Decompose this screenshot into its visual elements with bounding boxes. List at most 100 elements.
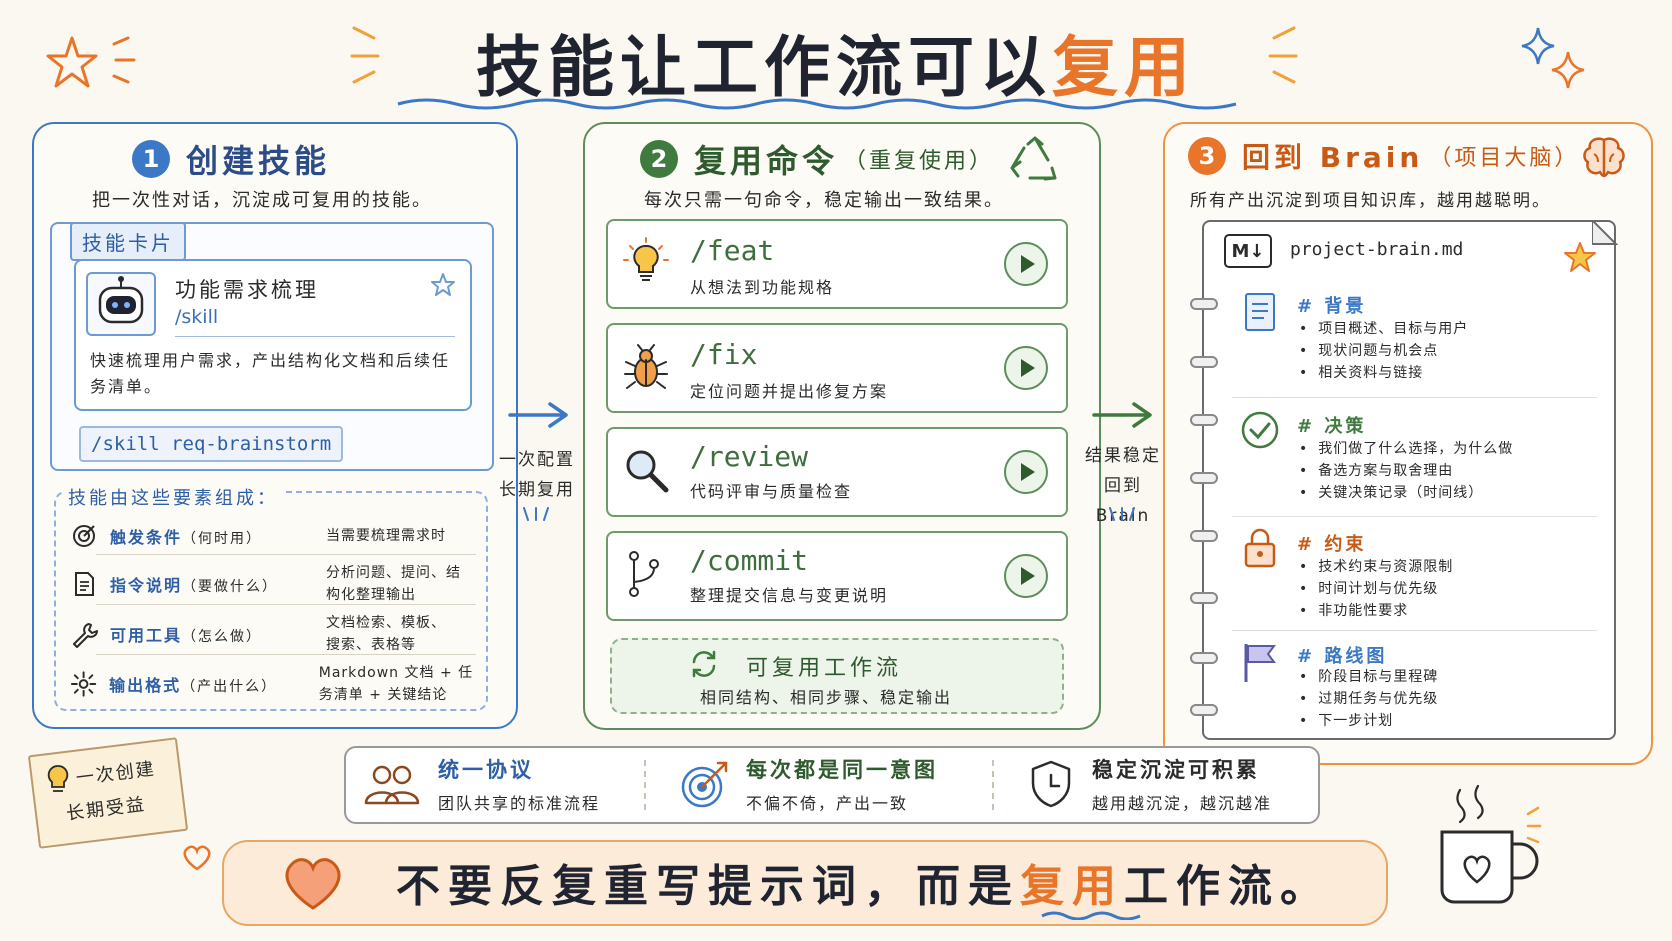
benefit-same-intent: 每次都是同一意图不偏不倚，产出一致 <box>680 754 938 814</box>
section-item: 时间计划与优先级 <box>1299 578 1453 600</box>
command-desc: 整理提交信息与变更说明 <box>690 586 889 605</box>
benefit-title: 稳定沉淀可积累 <box>1092 758 1260 782</box>
command-card-feat[interactable] <box>606 219 1068 309</box>
star-icon <box>1564 242 1596 272</box>
flow-arrow-2 <box>1092 402 1152 428</box>
element-name: 可用工具 <box>110 626 183 645</box>
panel3-desc: 所有产出沉淀到项目知识库，越用越聪明。 <box>1190 191 1551 211</box>
element-hint: （怎么做） <box>182 629 263 645</box>
sticky-note-text: 一次创建 长期受益 <box>65 758 157 825</box>
flow-label-1: 一次配置长期复用 <box>499 450 575 500</box>
section-item: 备选方案与取舍理由 <box>1299 460 1513 482</box>
page-title: 技能让工作流可以复用 <box>476 29 1196 106</box>
element-name: 触发条件 <box>110 528 183 547</box>
command-desc: 代码评审与质量检查 <box>690 482 853 501</box>
play-button[interactable] <box>1004 242 1048 286</box>
skill-command-pill[interactable]: /skill req-brainstorm <box>79 426 344 462</box>
skill-card-tab: 技能卡片 <box>70 222 186 261</box>
title-sparks-left-icon <box>350 26 380 84</box>
binder-ring <box>1190 530 1218 542</box>
benefit-title: 统一协议 <box>438 758 534 782</box>
skill-card-desc: 快速梳理用户需求，产出结构化文档和后续任务清单。 <box>90 351 451 396</box>
panel3-title: 回到 Brain <box>1242 141 1424 174</box>
coffee-mug-icon <box>1440 784 1542 904</box>
check-circle-icon <box>1241 411 1279 449</box>
shield-clock-icon <box>1031 760 1071 808</box>
skill-card-divider <box>175 336 455 337</box>
section-item: 非功能性要求 <box>1299 600 1453 622</box>
title-underline <box>397 98 1237 110</box>
team-icon <box>364 765 420 805</box>
lightbulb-icon <box>623 237 669 281</box>
element-value: 分析问题、提问、结构化整理输出 <box>326 565 461 603</box>
binder-ring <box>1190 472 1218 484</box>
star-doodle-icon <box>46 36 136 88</box>
play-button[interactable] <box>1004 450 1048 494</box>
command-card-review[interactable] <box>606 427 1068 517</box>
heart-doodle-icon <box>183 845 211 871</box>
refresh-icon <box>692 650 716 678</box>
binder-ring <box>1190 414 1218 426</box>
page-fold <box>1592 220 1618 245</box>
heart-icon <box>285 858 341 910</box>
magnifier-icon <box>626 450 669 493</box>
flow-sparks-2 <box>1109 507 1135 521</box>
benefit-unified-protocol: 统一协议团队共享的标准流程 <box>362 754 600 814</box>
lock-icon <box>1244 528 1276 568</box>
step-3-badge: 3 <box>1188 137 1226 175</box>
wrench-icon <box>73 623 98 648</box>
play-button[interactable] <box>1004 554 1048 598</box>
section-divider <box>1232 630 1597 631</box>
bottom-banner <box>222 840 1388 926</box>
favorite-star-icon[interactable] <box>430 272 456 298</box>
command-card-commit[interactable] <box>606 531 1068 621</box>
command-name: /feat <box>690 234 775 267</box>
step-1-badge: 1 <box>132 140 170 178</box>
panel1-desc: 把一次性对话，沉淀成可复用的技能。 <box>92 190 432 211</box>
element-name: 指令说明 <box>110 576 183 595</box>
element-row-instructions: 指令说明（要做什么） 分析问题、提问、结构化整理输出 <box>70 562 474 606</box>
reusable-workflow-title: 可复用工作流 <box>746 656 903 681</box>
git-branch-icon <box>629 551 659 597</box>
step-2-badge: 2 <box>640 140 678 178</box>
element-hint: （产出什么） <box>181 679 278 695</box>
note-lightbulb-icon <box>47 765 69 792</box>
element-divider <box>96 604 476 605</box>
element-row-output: 输出格式（产出什么） Markdown 文档 + 任务清单 + 关键结论 <box>70 662 474 706</box>
binder-ring <box>1190 356 1218 368</box>
section-item: 技术约束与资源限制 <box>1299 556 1453 578</box>
skill-card-title: 功能需求梳理 <box>175 278 319 302</box>
list-doc-icon <box>1245 293 1275 331</box>
section-item: 相关资料与链接 <box>1299 362 1468 384</box>
command-card-fix[interactable] <box>606 323 1068 413</box>
flag-icon <box>1244 644 1276 682</box>
title-sparks-right-icon <box>1268 26 1298 84</box>
binder-ring <box>1190 592 1218 604</box>
section-title-roadmap: # 路线图 <box>1297 646 1388 667</box>
sparkle-output-icon <box>70 671 97 697</box>
section-items-background: 项目概述、目标与用户 现状问题与机会点 相关资料与链接 <box>1299 318 1468 384</box>
panel2-subtitle: （重复使用） <box>844 149 995 174</box>
binder-ring <box>1190 652 1218 664</box>
command-desc: 从想法到功能规格 <box>690 278 835 297</box>
element-row-trigger: 触发条件（何时用） 当需要梳理需求时 <box>70 522 474 550</box>
command-name: /review <box>690 440 809 473</box>
doc-filename: project-brain.md <box>1290 239 1464 260</box>
binder-ring <box>1190 298 1218 310</box>
element-name: 输出格式 <box>109 676 182 695</box>
section-item: 关键决策记录（时间线） <box>1299 482 1513 504</box>
panel2-title: 复用命令 <box>694 142 839 180</box>
benefit-title: 每次都是同一意图 <box>746 758 938 782</box>
element-row-tools: 可用工具（怎么做） 文档检索、模板、搜索、表格等 <box>70 612 474 656</box>
robot-icon <box>86 272 156 336</box>
reusable-workflow-desc: 相同结构、相同步骤、稳定输出 <box>700 688 953 707</box>
element-value: 文档检索、模板、搜索、表格等 <box>326 615 446 653</box>
benefit-divider <box>992 760 994 810</box>
panel2-heading: 2 复用命令 （重复使用） <box>640 136 994 182</box>
panel2-desc: 每次只需一句命令，稳定输出一致结果。 <box>644 190 1004 211</box>
play-button[interactable] <box>1004 346 1048 390</box>
section-item: 我们做了什么选择，为什么做 <box>1299 438 1513 460</box>
section-items-decision: 我们做了什么选择，为什么做 备选方案与取舍理由 关键决策记录（时间线） <box>1299 438 1513 504</box>
command-name: /fix <box>690 338 758 371</box>
section-title-constraints: # 约束 <box>1297 534 1367 555</box>
